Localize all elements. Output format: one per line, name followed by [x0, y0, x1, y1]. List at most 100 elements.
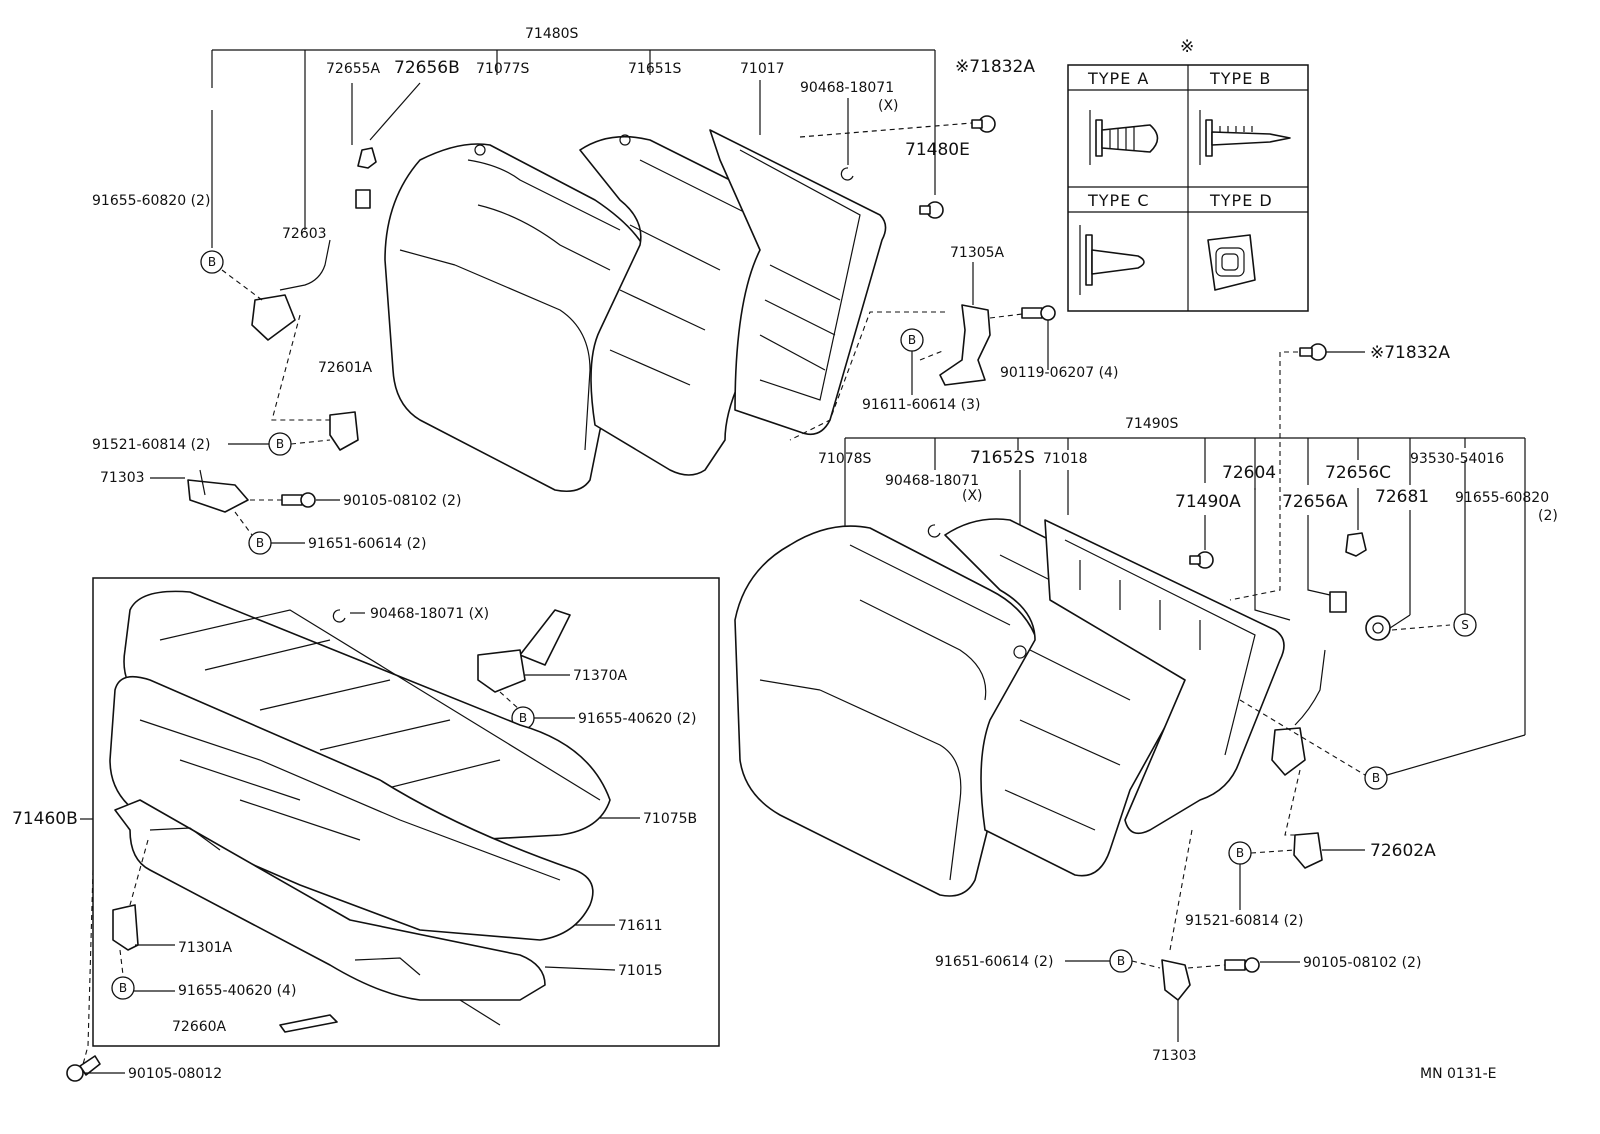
label-71015: 71015 [618, 963, 663, 979]
clip-72655a [355, 147, 377, 209]
label-71832a-right: ※71832A [1370, 343, 1450, 363]
label-71301a: 71301A [178, 940, 233, 956]
callout-b-1-text: B [208, 255, 216, 269]
clip-type-a-icon [1089, 110, 1159, 165]
label-71077s: 71077S [476, 61, 530, 77]
label-71480s: 71480S [525, 26, 579, 42]
clip-type-c-label: TYPE C [1087, 191, 1150, 210]
label-91655-40620-top: 91655-40620 (2) [578, 711, 696, 727]
assy-71480s-bracket: 71480S [211, 26, 936, 248]
label-91655-40620-bottom: 91655-40620 (4) [178, 983, 296, 999]
seat-cushion-frame-71015 [114, 799, 546, 1026]
label-90105-08102-right: 90105-08102 (2) [1303, 955, 1421, 971]
label-72604: 72604 [1222, 463, 1276, 483]
label-72656a: 72656A [1282, 492, 1348, 512]
hook-72603 [251, 239, 331, 341]
grommet-71832a-top [799, 115, 996, 138]
label-72655a: 72655A [326, 61, 381, 77]
callout-s-text: S [1461, 618, 1469, 632]
hinge-71303-right [1161, 959, 1191, 1001]
label-91655-60820-left: 91655-60820 (2) [92, 193, 210, 209]
label-71490a: 71490A [1175, 492, 1241, 512]
clip-type-a-label: TYPE A [1087, 69, 1149, 88]
clip-type-d-label: TYPE D [1209, 191, 1273, 210]
seat-cushion-box: 71460B [12, 577, 720, 1047]
label-93530: 93530-54016 [1410, 451, 1504, 467]
label-71480e: 71480E [905, 140, 970, 160]
label-71490s: 71490S [1125, 416, 1179, 432]
label-x-mark-1: (X) [878, 98, 899, 114]
clip-type-b-icon [1199, 110, 1291, 165]
label-90105-08102-left: 90105-08102 (2) [343, 493, 461, 509]
label-71078s: 71078S [818, 451, 872, 467]
label-90105-08012: 90105-08012 [128, 1066, 222, 1082]
label-90468-top: 90468-18071 [800, 80, 894, 96]
grommet-71832a-right [1299, 343, 1327, 361]
label-72602a: 72602A [1370, 841, 1436, 861]
clip-72656a [1329, 591, 1347, 613]
seatback-cover-71078s [734, 525, 1041, 897]
label-71305a: 71305A [950, 245, 1005, 261]
label-71018: 71018 [1043, 451, 1088, 467]
nut-72681 [1365, 614, 1411, 641]
label-90119: 90119-06207 (4) [1000, 365, 1118, 381]
bolt-71480e [919, 201, 944, 219]
label-71075b: 71075B [643, 811, 697, 827]
clip-table-header-mark: ※ [1180, 37, 1194, 57]
bolt-90105-08012 [66, 1055, 101, 1082]
label-71832a-top: ※71832A [955, 57, 1035, 77]
seat-cushion-cover-71075b [123, 590, 611, 843]
seatback-frame-71018 [1044, 519, 1285, 835]
label-72601a: 72601A [318, 360, 373, 376]
diagram-code: MN 0131-E [1420, 1066, 1497, 1082]
ring-90468-mid [927, 524, 941, 538]
label-90468-cushion: 90468-18071 (X) [370, 606, 489, 622]
callout-b-1 [200, 250, 224, 274]
assy-71490s-bracket [844, 437, 1526, 735]
callout-b-5 [1364, 766, 1388, 790]
label-x-mark-2: (X) [962, 488, 983, 504]
ring-90468-cushion [332, 609, 346, 623]
callout-b-5-text: B [1372, 771, 1380, 785]
callout-b-6-text: B [1236, 846, 1244, 860]
label-72603: 72603 [282, 226, 327, 242]
callout-s [1453, 613, 1477, 637]
clip-type-table: ※ TYPE A TYPE B TYPE C TYPE D [1067, 37, 1309, 312]
label-71460b: 71460B [12, 809, 78, 829]
label-72660a: 72660A [172, 1019, 227, 1035]
clip-type-b-label: TYPE B [1209, 69, 1271, 88]
label-91651-left: 91651-60614 (2) [308, 536, 426, 552]
hook-72604 [1271, 649, 1326, 776]
label-71370a: 71370A [573, 668, 628, 684]
callout-b-2-text: B [276, 437, 284, 451]
label-72656c: 72656C [1325, 463, 1391, 483]
bolt-90119 [1021, 305, 1056, 321]
clip-type-d-icon [1207, 234, 1256, 291]
label-91521-right: 91521-60814 (2) [1185, 913, 1303, 929]
label-71611: 71611 [618, 918, 663, 934]
label-71303-right: 71303 [1152, 1048, 1197, 1064]
bracket-71301a [112, 904, 139, 951]
hook-72660a [279, 1014, 338, 1033]
bracket-72601a [329, 411, 359, 451]
bracket-72602a [1293, 832, 1323, 869]
label-72656b: 72656B [394, 58, 460, 78]
clip-type-c-icon [1079, 225, 1145, 295]
label-72681: 72681 [1375, 487, 1429, 507]
label-91651-right: 91651-60614 (2) [935, 954, 1053, 970]
callout-b-4-text: B [908, 333, 916, 347]
seatback-frame-71017 [709, 129, 887, 436]
label-71652s: 71652S [970, 448, 1035, 468]
callout-b-3-text: B [256, 536, 264, 550]
callout-b-7-text: B [1117, 954, 1125, 968]
belt-71370a [477, 609, 571, 693]
ring-90468-top [840, 167, 854, 181]
hinge-71303-left [187, 469, 249, 513]
label-91611: 91611-60614 (3) [862, 397, 980, 413]
callout-b-9-text: B [119, 981, 127, 995]
bolt-90105-right [1224, 957, 1260, 973]
label-90468-mid: 90468-18071 [885, 473, 979, 489]
bolt-90105-left [281, 492, 316, 508]
label-71651s: 71651S [628, 61, 682, 77]
